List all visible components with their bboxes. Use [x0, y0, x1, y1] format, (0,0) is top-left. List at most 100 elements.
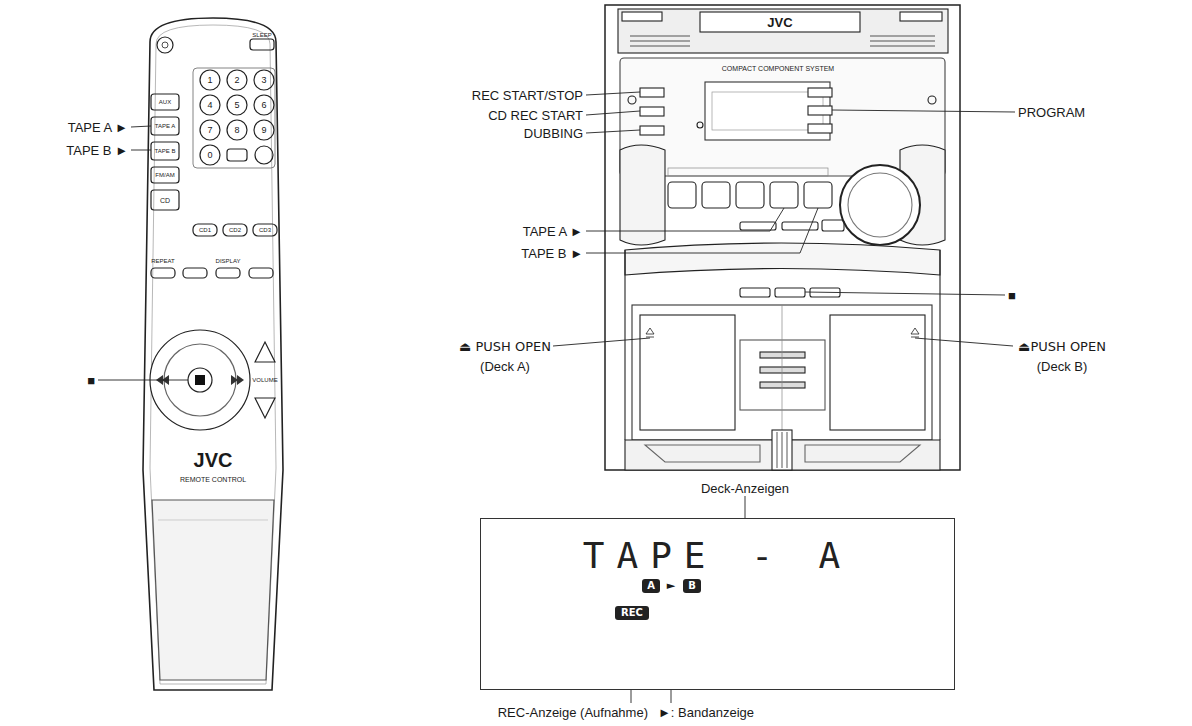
main-unit-part [840, 165, 920, 245]
remote-control-part [143, 18, 283, 690]
indicator-text: REC [621, 607, 643, 618]
main-unit-part [618, 9, 948, 53]
main-unit-part [911, 328, 919, 337]
button-text: TAPE B [155, 148, 176, 154]
remote-control-part [151, 268, 175, 278]
main-unit-part [625, 243, 940, 275]
main-unit-part [804, 182, 832, 208]
remote-control-part [200, 95, 220, 115]
deck-indicator: B [683, 579, 701, 593]
leader-line-part [131, 150, 151, 151]
leader-line [553, 92, 1015, 346]
main-unit-part [870, 35, 935, 36]
leader-line-part [915, 338, 1013, 346]
button-text: VOLUME [252, 377, 277, 383]
remote-control [143, 18, 283, 690]
remote-control-part [193, 224, 217, 236]
key-number: 4 [207, 101, 212, 110]
remote-control-part [151, 142, 179, 160]
main-unit-part [870, 40, 935, 41]
leader-line [98, 126, 188, 380]
remote-control-part [193, 68, 275, 168]
remote-control-part [183, 268, 207, 278]
main-unit-part [760, 367, 805, 373]
leader-line-part [586, 208, 784, 231]
remote-control-part [227, 149, 247, 161]
main-unit [605, 5, 960, 470]
main-unit-part [605, 5, 960, 470]
callout-label: TAPE A ► [68, 121, 128, 134]
callout-label: DUBBING [524, 127, 583, 140]
main-unit-part [786, 432, 787, 468]
main-unit-part [822, 220, 844, 231]
main-unit-part [939, 250, 940, 440]
main-unit-part [740, 222, 776, 230]
brand-logo: JVC [194, 450, 233, 470]
device-text: REMOTE CONTROL [180, 476, 246, 483]
remote-control-part [227, 70, 247, 90]
tape-direction-indicator: ► [667, 580, 675, 591]
main-unit-part [830, 315, 925, 430]
main-unit-part [620, 58, 945, 176]
key-number: 6 [261, 101, 266, 110]
main-unit-part [808, 124, 832, 133]
callout-label: ⏏ PUSH OPEN [459, 340, 551, 353]
main-unit-part [928, 96, 936, 104]
display-text: TAPE - A [481, 535, 954, 576]
leader-line-part [586, 111, 640, 115]
remote-control-part [216, 268, 240, 278]
key-number: 3 [261, 76, 266, 85]
leader-line-part [586, 92, 640, 95]
callout-label: REC-Anzeige (Aufnahme) [498, 706, 648, 719]
rec-indicator: REC [615, 606, 649, 620]
main-unit-part [776, 432, 777, 468]
remote-control-part [162, 42, 168, 48]
main-unit-part [740, 340, 825, 410]
main-unit-part [808, 106, 832, 115]
main-unit-part [697, 122, 703, 128]
main-unit-part [622, 12, 662, 21]
brand-logo: JVC [767, 16, 792, 29]
main-unit-part [870, 45, 935, 46]
button-text: CD [160, 197, 170, 204]
remote-control-part [249, 268, 273, 278]
callout-label: ■ [1008, 289, 1016, 302]
remote-control-part [255, 146, 273, 164]
main-unit-part [624, 250, 625, 440]
callout-label: ⏏PUSH OPEN [1018, 340, 1106, 353]
callout-label: CD REC START [488, 109, 583, 122]
main-unit-part [646, 328, 654, 337]
main-unit-part [668, 182, 696, 208]
main-unit-part [668, 168, 828, 176]
callout-label: PROGRAM [1018, 106, 1085, 119]
main-unit-part [770, 182, 798, 208]
remote-control-part [157, 37, 173, 53]
remote-control-part [152, 500, 274, 680]
main-unit-part [645, 445, 760, 462]
main-unit-part [628, 96, 636, 104]
key-number: 8 [234, 126, 239, 135]
remote-control-part [200, 145, 220, 165]
remote-control-part [223, 224, 247, 236]
main-unit-part [640, 107, 664, 116]
indicator-text: A [647, 580, 655, 591]
callout-label: (Deck B) [1037, 360, 1088, 373]
leader-line-part [586, 130, 640, 133]
main-unit-part [640, 315, 735, 430]
key-number: 7 [207, 126, 212, 135]
button-text: CD3 [259, 227, 271, 233]
button-text: CD2 [229, 227, 241, 233]
main-unit-part [848, 173, 912, 237]
callout-label: TAPE A ► [523, 225, 583, 238]
button-text: DISPLAY [216, 258, 241, 264]
key-number: 0 [207, 151, 212, 160]
main-unit-part [712, 92, 823, 130]
main-unit-part [808, 88, 832, 97]
callout-label: TAPE B ► [521, 247, 583, 260]
remote-control-part [250, 39, 274, 50]
main-unit-part [630, 45, 690, 46]
remote-control-part [151, 190, 179, 210]
key-number: 9 [261, 126, 266, 135]
main-unit-part [630, 35, 690, 36]
